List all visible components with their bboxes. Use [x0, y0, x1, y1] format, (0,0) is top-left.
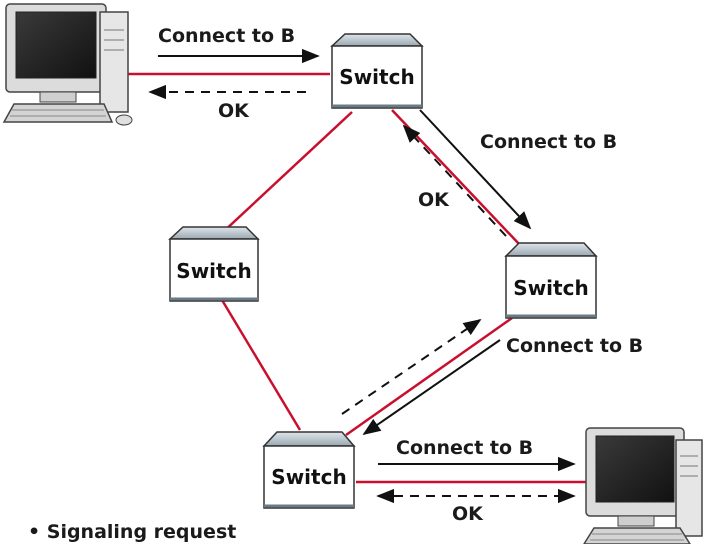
- switch-right-label: Switch: [513, 276, 588, 300]
- label-top-ok: OK: [218, 100, 250, 122]
- label-right-connect: Connect to B: [480, 131, 617, 153]
- label-right-ok: OK: [418, 189, 450, 211]
- switch-top-label: Switch: [339, 65, 414, 89]
- label-top-connect: Connect to B: [158, 25, 295, 47]
- label-bottom-connect: Connect to B: [396, 437, 533, 459]
- label-bottom-ok: OK: [452, 503, 484, 525]
- switch-left: Switch: [168, 226, 260, 302]
- desktop-computer-icon: [2, 3, 133, 126]
- signal-arrows: [148, 48, 576, 504]
- switch-left-label: Switch: [176, 259, 251, 283]
- arrow-ok-lower: [341, 318, 482, 415]
- desktop-computer-icon: [583, 427, 703, 544]
- label-lower-connect: Connect to B: [506, 335, 643, 357]
- caption-signaling-request: • Signaling request: [28, 521, 237, 543]
- switch-bottom-label: Switch: [271, 465, 346, 489]
- link-switch-right-switch-bottom: [345, 316, 513, 437]
- switch-right: Switch: [504, 242, 598, 319]
- link-switch-top-switch-left: [221, 111, 353, 234]
- arrow-connect-right: [419, 109, 532, 230]
- switch-top: Switch: [330, 33, 424, 109]
- switch-bottom: Switch: [262, 431, 356, 509]
- link-switch-left-switch-bottom: [220, 299, 302, 431]
- arrow-connect-lower: [362, 339, 501, 436]
